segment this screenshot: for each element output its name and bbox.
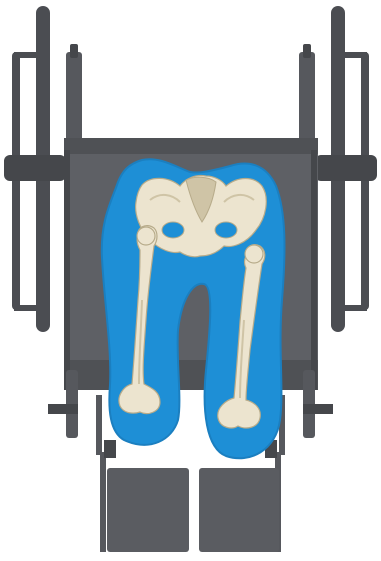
left-wheel <box>4 6 66 332</box>
backrest-posts <box>66 44 315 152</box>
left-footplate <box>107 468 189 552</box>
right-footplate <box>199 468 279 552</box>
right-wheel <box>315 6 377 332</box>
foot-plates <box>107 468 279 552</box>
